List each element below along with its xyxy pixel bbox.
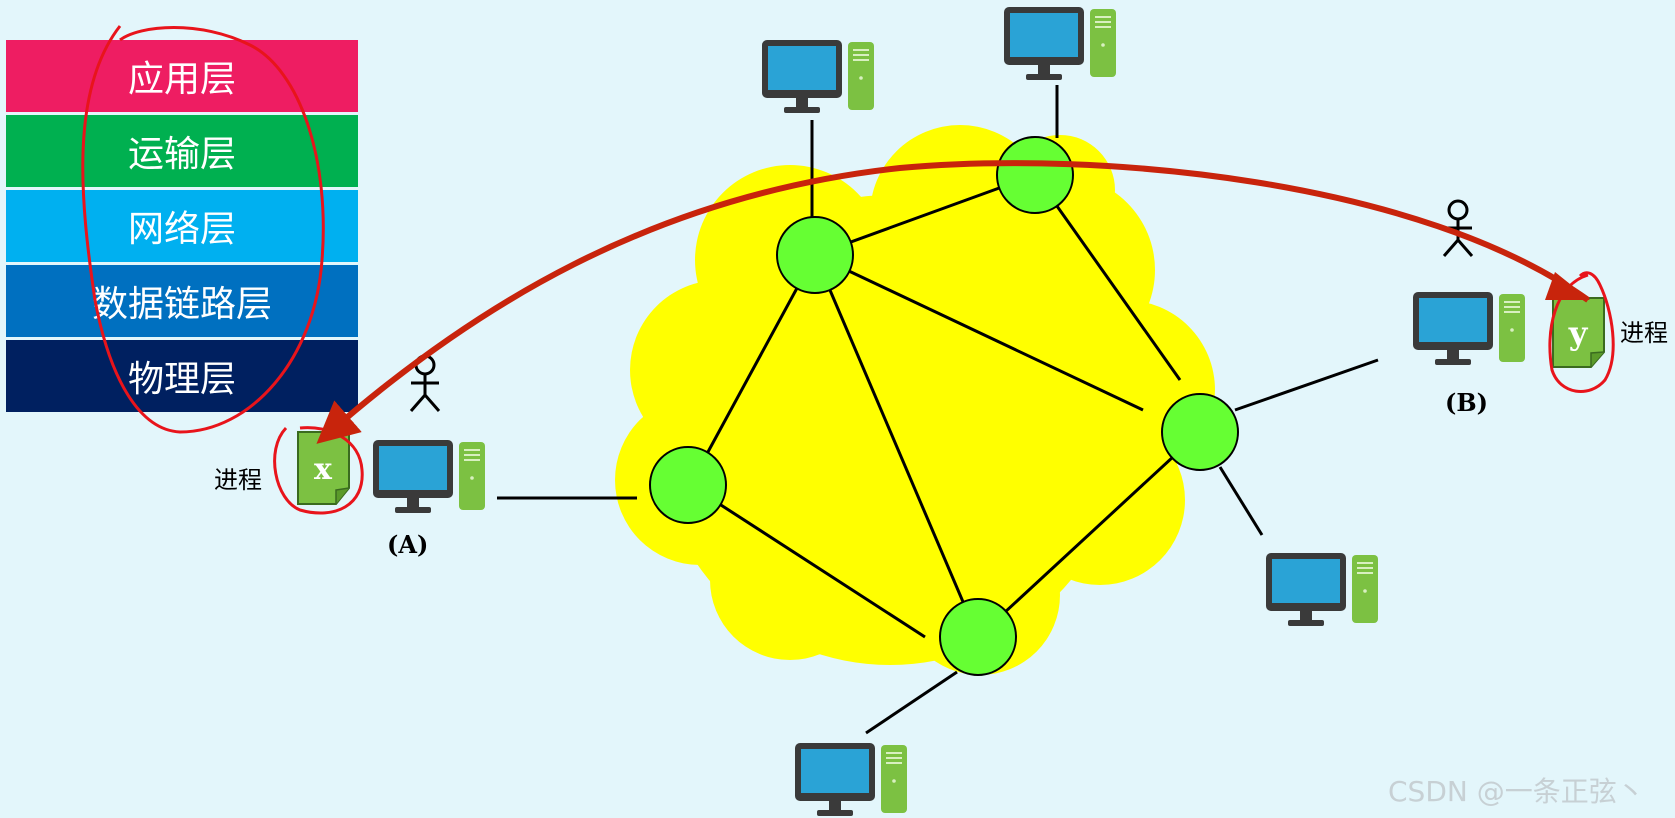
routers <box>649 136 1239 676</box>
router-icon <box>996 136 1074 214</box>
watermark: CSDN @一条正弦丶 <box>1388 775 1645 808</box>
arrow-tail-marker <box>1545 272 1590 300</box>
process-x-letter: x <box>314 452 333 487</box>
router-icon <box>1161 393 1239 471</box>
layer-datalink: 数据链路层 <box>6 265 358 337</box>
network-links <box>497 85 1379 735</box>
document-icon: x <box>297 431 350 505</box>
computer-icon <box>1004 7 1116 80</box>
layer-network: 网络层 <box>6 190 358 262</box>
process-b-label: 进程 <box>1620 319 1668 347</box>
computer-icon <box>1413 292 1525 365</box>
layer-application: 应用层 <box>6 40 358 112</box>
computer-icon <box>795 743 907 816</box>
computer-icon <box>1266 553 1378 626</box>
document-icon: y <box>1552 297 1605 368</box>
layer-physical-label: 物理层 <box>127 359 236 400</box>
protocol-layer-stack: 应用层 运输层 网络层 数据链路层 物理层 <box>6 40 358 415</box>
computer-icon <box>762 40 874 113</box>
layer-network-label: 网络层 <box>127 209 236 250</box>
router-icon <box>649 446 727 524</box>
layer-datalink-label: 数据链路层 <box>91 284 272 325</box>
process-y-letter: y <box>1568 314 1589 352</box>
layer-transport: 运输层 <box>6 115 358 187</box>
router-icon <box>939 598 1017 676</box>
layer-transport-label: 运输层 <box>127 134 236 175</box>
host-a-label: (A) <box>387 530 429 559</box>
process-a-label: 进程 <box>214 466 262 494</box>
computer-icon <box>373 440 485 513</box>
host-b-label: (B) <box>1445 388 1488 417</box>
layer-physical: 物理层 <box>6 340 358 412</box>
router-icon <box>776 216 854 294</box>
layer-application-label: 应用层 <box>127 59 236 100</box>
data-flow-arrow <box>316 160 1590 444</box>
